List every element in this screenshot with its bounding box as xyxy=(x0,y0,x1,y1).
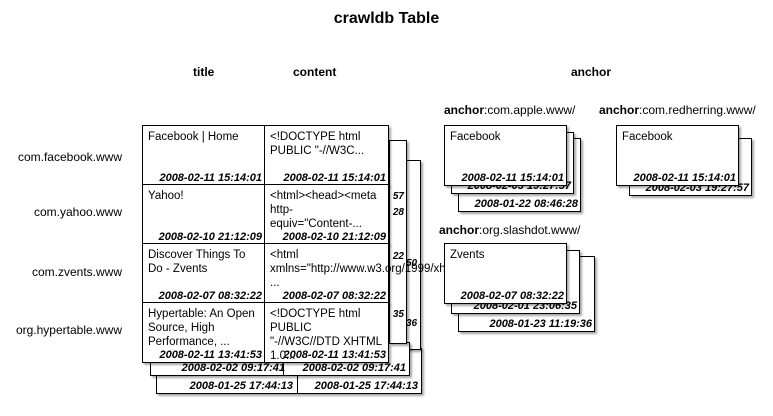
timestamp-content-v3: 2008-01-25 17:44:13 xyxy=(314,380,418,392)
anchor-prefix: anchor xyxy=(444,103,485,117)
timestamp-content-v2: 2008-02-02 09:17:41 xyxy=(302,362,406,374)
anchor-prefix: anchor xyxy=(599,103,640,117)
cell-title-yahoo: Yahoo! 2008-02-10 21:12:09 xyxy=(142,184,265,245)
anchor-key: :com.apple.www/ xyxy=(484,103,576,117)
cell-timestamp: 2008-02-11 15:14:01 xyxy=(283,172,386,184)
column-header-content: content xyxy=(293,65,337,79)
timestamp-title-v3: 2008-01-25 17:44:13 xyxy=(189,380,293,392)
peek-ts-r4: 35 xyxy=(392,309,404,320)
peek-ts-r2: 28 xyxy=(392,207,404,218)
cell-text: Zvents xyxy=(450,249,485,261)
row-key-facebook: com.facebook.www xyxy=(17,150,122,164)
cell-timestamp: 2008-02-07 08:32:22 xyxy=(460,290,564,302)
anchor-slashdot-v1: Zvents 2008-02-07 08:32:22 xyxy=(444,243,567,304)
cell-text: <!DOCTYPE html PUBLIC "-//W3C... xyxy=(270,131,365,157)
anchor-qualifier-apple: anchor:com.apple.www/ xyxy=(444,103,575,117)
layer-divider xyxy=(297,374,298,393)
cell-timestamp: 2008-02-11 13:41:53 xyxy=(283,349,386,361)
cell-content-zvents: <html xmlns="http://www.w3.org/1999/xhtm… xyxy=(264,243,472,304)
cell-timestamp: 2008-02-07 08:32:22 xyxy=(282,290,386,302)
cell-content-hypertable: <!DOCTYPE html PUBLIC "-//W3C//DTD XHTML… xyxy=(264,302,389,363)
peek-ts-r3: 22 xyxy=(392,251,404,262)
peek-ts-r3b: 50 xyxy=(406,258,418,269)
cell-timestamp: 2008-01-23 11:19:36 xyxy=(489,318,592,330)
anchor-apple-v1: Facebook 2008-02-11 15:14:01 xyxy=(444,125,567,186)
column-header-anchor: anchor xyxy=(571,65,612,79)
cell-text: Hypertable: An Open Source, High Perform… xyxy=(148,308,255,348)
timestamp-title-v2: 2008-02-02 09:17:41 xyxy=(181,362,285,374)
cell-text: <html><head><meta http-equiv="Content-..… xyxy=(270,190,377,230)
cell-timestamp: 2008-01-22 08:46:28 xyxy=(474,198,578,210)
row-key-yahoo: com.yahoo.www xyxy=(33,205,122,219)
anchor-prefix: anchor xyxy=(439,223,480,237)
anchor-redherring-v1: Facebook 2008-02-11 15:14:01 xyxy=(616,125,739,186)
cell-text: Yahoo! xyxy=(148,190,184,202)
diagram-title: crawldb Table xyxy=(333,10,440,27)
peek-ts-r1: 57 xyxy=(392,191,404,202)
column-header-title: title xyxy=(193,65,215,79)
anchor-qualifier-redherring: anchor:com.redherring.www/ xyxy=(599,103,756,117)
anchor-qualifier-slashdot: anchor:org.slashdot.www/ xyxy=(439,223,580,237)
content-peek-stack-2: 57 28 22 35 xyxy=(389,140,407,344)
cell-text: Facebook xyxy=(450,131,501,143)
anchor-key: :com.redherring.www/ xyxy=(639,103,756,117)
cell-text: <!DOCTYPE html PUBLIC "-//W3C//DTD XHTML… xyxy=(270,308,382,362)
anchor-key: :org.slashdot.www/ xyxy=(479,223,581,237)
cell-timestamp: 2008-02-11 13:41:53 xyxy=(159,349,262,361)
layer-divider xyxy=(283,357,284,375)
cell-text: Discover Things To Do - Zvents xyxy=(148,249,246,275)
cell-text: Facebook | Home xyxy=(148,131,239,143)
row-key-zvents: com.zvents.www xyxy=(31,265,122,279)
row-key-hypertable: org.hypertable.www xyxy=(15,323,122,337)
cell-text: Facebook xyxy=(622,131,673,143)
cell-title-zvents: Discover Things To Do - Zvents 2008-02-0… xyxy=(142,243,265,304)
cell-content-yahoo: <html><head><meta http-equiv="Content-..… xyxy=(264,184,389,245)
cell-title-facebook: Facebook | Home 2008-02-11 15:14:01 xyxy=(142,125,265,186)
cell-timestamp: 2008-02-10 21:12:09 xyxy=(158,231,262,243)
cell-timestamp: 2008-02-10 21:12:09 xyxy=(282,231,386,243)
cell-timestamp: 2008-02-07 08:32:22 xyxy=(158,290,262,302)
cell-timestamp: 2008-02-11 15:14:01 xyxy=(633,172,736,184)
cell-timestamp: 2008-02-11 15:14:01 xyxy=(159,172,262,184)
peek-ts-r4b: 36 xyxy=(406,318,418,329)
cell-title-hypertable: Hypertable: An Open Source, High Perform… xyxy=(142,302,265,363)
cell-text: <html xmlns="http://www.w3.org/1999/xhtm… xyxy=(270,249,472,289)
cell-timestamp: 2008-02-11 15:14:01 xyxy=(461,172,564,184)
cell-content-facebook: <!DOCTYPE html PUBLIC "-//W3C... 2008-02… xyxy=(264,125,389,186)
